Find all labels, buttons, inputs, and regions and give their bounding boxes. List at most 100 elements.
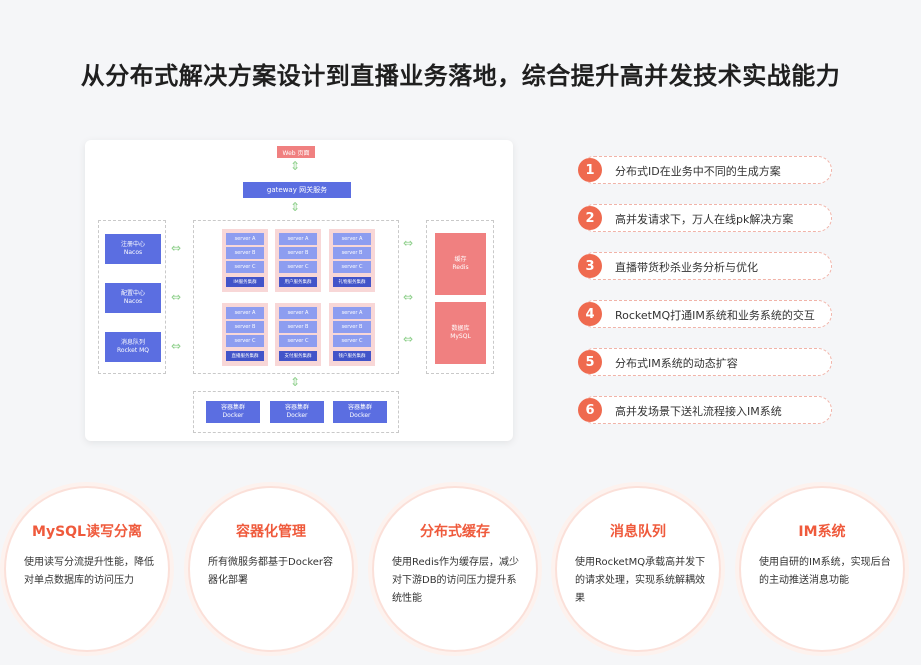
arrow-services-docker: ⇕ [290, 375, 301, 389]
web-page-box: Web 页面 [277, 146, 315, 158]
live-service-cluster: server A server B server C 直播服务集群 [222, 303, 268, 366]
cluster-label: 礼物服务集群 [333, 277, 371, 287]
registry-center-label: 注册中心 [120, 240, 145, 248]
server-a: server A [333, 307, 371, 319]
arrow-left-2: ⇔ [171, 290, 182, 304]
account-service-cluster: server A server B server C 钱户服务集群 [329, 303, 375, 366]
list-item: 5 分布式IM系统的动态扩容 [578, 348, 832, 376]
list-item: 1 分布式ID在业务中不同的生成方案 [578, 156, 832, 184]
list-number: 2 [578, 206, 602, 230]
im-service-cluster: server A server B server C IM服务集群 [222, 229, 268, 292]
cluster-label: 直播服务集群 [226, 351, 264, 361]
server-a: server A [279, 307, 317, 319]
list-text: RocketMQ打通IM系统和业务系统的交互 [615, 309, 815, 322]
feature-desc: 使用读写分流提升性能，降低对单点数据库的访问压力 [24, 557, 154, 586]
server-b: server B [333, 247, 371, 259]
server-c: server C [279, 261, 317, 273]
db-label: 数据库 [451, 324, 470, 332]
middleware-group: 注册中心 Nacos 配置中心 Nacos 消息队列 Rocket MQ [98, 220, 166, 374]
mysql-db-box: 数据库 MySQL [435, 302, 486, 364]
docker-sub: Docker [222, 412, 244, 419]
docker-label: 容器集群 [347, 403, 372, 411]
docker-box-1: 容器集群 Docker [206, 401, 260, 423]
arrow-right-2: ⇔ [403, 290, 414, 304]
feature-title: 容器化管理 [236, 524, 306, 540]
storage-group: 缓存 Redis 数据库 MySQL [426, 220, 494, 374]
list-text: 直播带货秒杀业务分析与优化 [615, 261, 758, 274]
list-number: 5 [578, 350, 602, 374]
feature-desc: 使用RocketMQ承载高并发下的请求处理，实现系统解耦效果 [575, 557, 706, 604]
list-item: 6 高并发场景下送礼流程接入IM系统 [578, 396, 832, 424]
server-b: server B [279, 247, 317, 259]
config-center-label: 配置中心 [120, 289, 145, 297]
feature-desc: 所有微服务都基于Docker容器化部署 [208, 557, 334, 586]
list-text: 高并发场景下送礼流程接入IM系统 [615, 405, 782, 418]
server-c: server C [226, 261, 264, 273]
list-number: 1 [578, 158, 602, 182]
list-item: 3 直播带货秒杀业务分析与优化 [578, 252, 832, 280]
db-sub: MySQL [450, 333, 471, 340]
page-title: 从分布式解决方案设计到直播业务落地，综合提升高并发技术实战能力 [80, 62, 841, 90]
docker-label: 容器集群 [284, 403, 309, 411]
docker-group: 容器集群 Docker 容器集群 Docker 容器集群 Docker [193, 391, 399, 433]
arrow-gateway-services: ⇕ [290, 200, 301, 214]
message-queue-box: 消息队列 Rocket MQ [105, 332, 161, 362]
docker-sub: Docker [349, 412, 371, 419]
server-b: server B [226, 321, 264, 333]
cluster-label: 支付服务集群 [279, 351, 317, 361]
feature-title: 分布式缓存 [420, 524, 490, 540]
feature-mysql: MySQL读写分离 使用读写分流提升性能，降低对单点数据库的访问压力 [4, 486, 170, 652]
arrow-right-1: ⇔ [403, 236, 414, 250]
docker-box-3: 容器集群 Docker [333, 401, 387, 423]
list-item: 4 RocketMQ打通IM系统和业务系统的交互 [578, 300, 832, 328]
server-a: server A [333, 233, 371, 245]
cluster-label: IM服务集群 [226, 277, 264, 287]
server-a: server A [226, 307, 264, 319]
list-number: 6 [578, 398, 602, 422]
gateway-box: gateway 网关服务 [243, 182, 351, 198]
feature-title: MySQL读写分离 [32, 524, 142, 540]
server-c: server C [279, 335, 317, 347]
server-c: server C [333, 261, 371, 273]
cluster-label: 钱户服务集群 [333, 351, 371, 361]
server-b: server B [226, 247, 264, 259]
feature-cache: 分布式缓存 使用Redis作为缓存层，减少对下游DB的访问压力提升系统性能 [372, 486, 538, 652]
arrow-left-3: ⇔ [171, 339, 182, 353]
feature-mq: 消息队列 使用RocketMQ承载高并发下的请求处理，实现系统解耦效果 [555, 486, 721, 652]
arrow-right-3: ⇔ [403, 332, 414, 346]
feature-title: 消息队列 [610, 524, 666, 540]
server-b: server B [279, 321, 317, 333]
cluster-label: 用户服务集群 [279, 277, 317, 287]
list-number: 3 [578, 254, 602, 278]
list-number: 4 [578, 302, 602, 326]
cache-label: 缓存 [454, 255, 467, 263]
server-a: server A [226, 233, 264, 245]
server-b: server B [333, 321, 371, 333]
list-text: 分布式ID在业务中不同的生成方案 [615, 165, 781, 178]
architecture-diagram: Web 页面 ⇕ gateway 网关服务 ⇕ 注册中心 Nacos 配置中心 … [85, 140, 513, 441]
user-service-cluster: server A server B server C 用户服务集群 [275, 229, 321, 292]
message-queue-sub: Rocket MQ [117, 347, 149, 354]
feature-container: 容器化管理 所有微服务都基于Docker容器化部署 [188, 486, 354, 652]
config-center-sub: Nacos [123, 298, 143, 305]
config-center-box: 配置中心 Nacos [105, 283, 161, 313]
feature-desc: 使用自研的IM系统，实现后台的主动推送消息功能 [759, 557, 891, 586]
docker-label: 容器集群 [220, 403, 245, 411]
server-c: server C [333, 335, 371, 347]
registry-center-box: 注册中心 Nacos [105, 234, 161, 264]
services-group: server A server B server C IM服务集群 server… [193, 220, 399, 374]
message-queue-label: 消息队列 [120, 338, 145, 346]
arrow-left-1: ⇔ [171, 241, 182, 255]
list-text: 分布式IM系统的动态扩容 [615, 357, 738, 370]
server-c: server C [226, 335, 264, 347]
feature-desc: 使用Redis作为缓存层，减少对下游DB的访问压力提升系统性能 [392, 557, 519, 604]
docker-sub: Docker [286, 412, 308, 419]
redis-cache-box: 缓存 Redis [435, 233, 486, 295]
registry-center-sub: Nacos [123, 249, 143, 256]
list-text: 高并发请求下，万人在线pk解决方案 [615, 213, 794, 226]
docker-box-2: 容器集群 Docker [270, 401, 324, 423]
arrow-web-gateway: ⇕ [290, 159, 301, 173]
feature-im: IM系统 使用自研的IM系统，实现后台的主动推送消息功能 [739, 486, 905, 652]
gift-service-cluster: server A server B server C 礼物服务集群 [329, 229, 375, 292]
cache-sub: Redis [452, 264, 469, 271]
